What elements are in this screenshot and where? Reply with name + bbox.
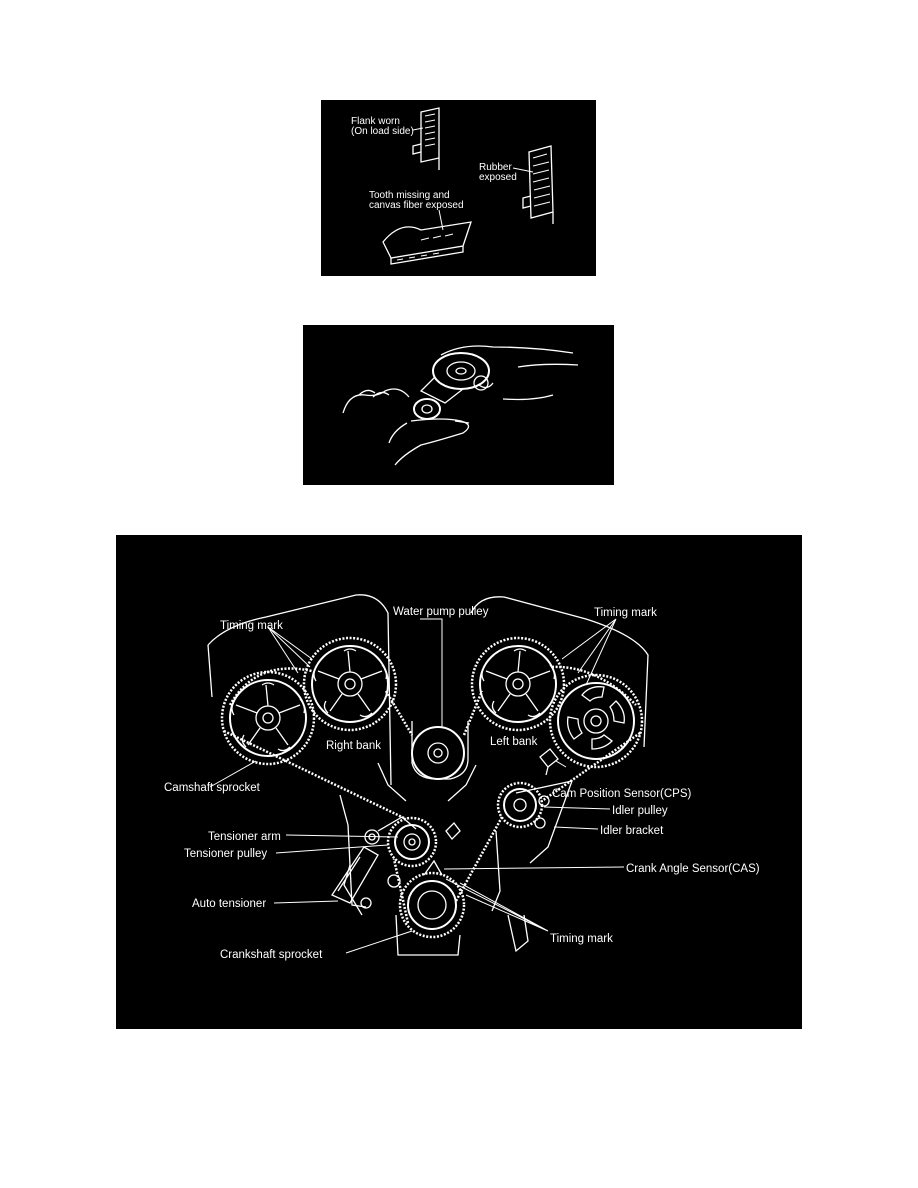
left-hand-drawing: [342, 388, 470, 466]
water-pump-pulley-drawing: [411, 726, 465, 780]
camshaft-sprocket-inner-right-bank: [302, 636, 398, 732]
tooth-missing-belt-drawing: [382, 221, 472, 265]
timing-mark-label-bottom: Timing mark: [550, 933, 613, 945]
tensioner-arm-label: Tensioner arm: [208, 831, 281, 843]
auto-tensioner-label: Auto tensioner: [192, 898, 266, 910]
crank-angle-sensor-label: Crank Angle Sensor(CAS): [626, 863, 760, 875]
timing-belt-figure: Water pump pulley Timing mark Timing mar…: [116, 535, 802, 1029]
idler-bracket-label: Idler bracket: [600, 825, 664, 837]
flank-worn-label-1: Flank worn: [351, 116, 400, 127]
tensioner-pulley-label: Tensioner pulley: [184, 848, 267, 860]
left-bank-label: Left bank: [490, 736, 538, 748]
timing-belt-diagram: Water pump pulley Timing mark Timing mar…: [164, 594, 760, 961]
camshaft-sprocket-inner-left-bank: [470, 636, 566, 732]
timing-mark-label-right: Timing mark: [594, 607, 657, 619]
crankshaft-sprocket-drawing: [398, 859, 466, 939]
belt-wear-figure: Flank worn (On load side) Rubber exposed…: [321, 100, 596, 276]
flank-worn-belt-drawing: [412, 107, 440, 170]
camshaft-sprocket-far-right-bank: [220, 670, 316, 766]
leader-lines: [209, 618, 625, 954]
tensioner-check-illustration: [342, 345, 579, 466]
belt-wear-illustration: Flank worn (On load side) Rubber exposed…: [351, 107, 554, 265]
rubber-exposed-label-2: exposed: [479, 172, 517, 183]
rubber-exposed-belt-drawing: [522, 145, 554, 224]
rubber-exposed-label-1: Rubber: [479, 162, 512, 173]
tensioner-assembly-drawing: [331, 816, 461, 909]
tooth-missing-label-1: Tooth missing and: [369, 190, 450, 201]
tensioner-check-figure: [303, 325, 614, 485]
tensioner-pulley-drawing: [413, 352, 490, 420]
timing-mark-label-left: Timing mark: [220, 620, 283, 632]
water-pump-pulley-label: Water pump pulley: [393, 606, 489, 618]
idler-pulley-label: Idler pulley: [612, 805, 668, 817]
right-bank-label: Right bank: [326, 740, 381, 752]
right-hand-drawing: [440, 345, 579, 401]
idler-pulley-drawing: [496, 780, 574, 864]
engine-outline: [207, 594, 649, 956]
cam-position-sensor-drawing: [539, 748, 559, 776]
crankshaft-sprocket-label: Crankshaft sprocket: [220, 949, 323, 961]
camshaft-sprocket-far-left-bank: [548, 673, 644, 769]
tooth-missing-label-2: canvas fiber exposed: [369, 200, 464, 211]
cam-position-sensor-label: Cam Position Sensor(CPS): [552, 788, 691, 800]
flank-worn-label-2: (On load side): [351, 126, 414, 137]
timing-belt: [223, 665, 641, 924]
camshaft-sprocket-label: Camshaft sprocket: [164, 782, 261, 794]
